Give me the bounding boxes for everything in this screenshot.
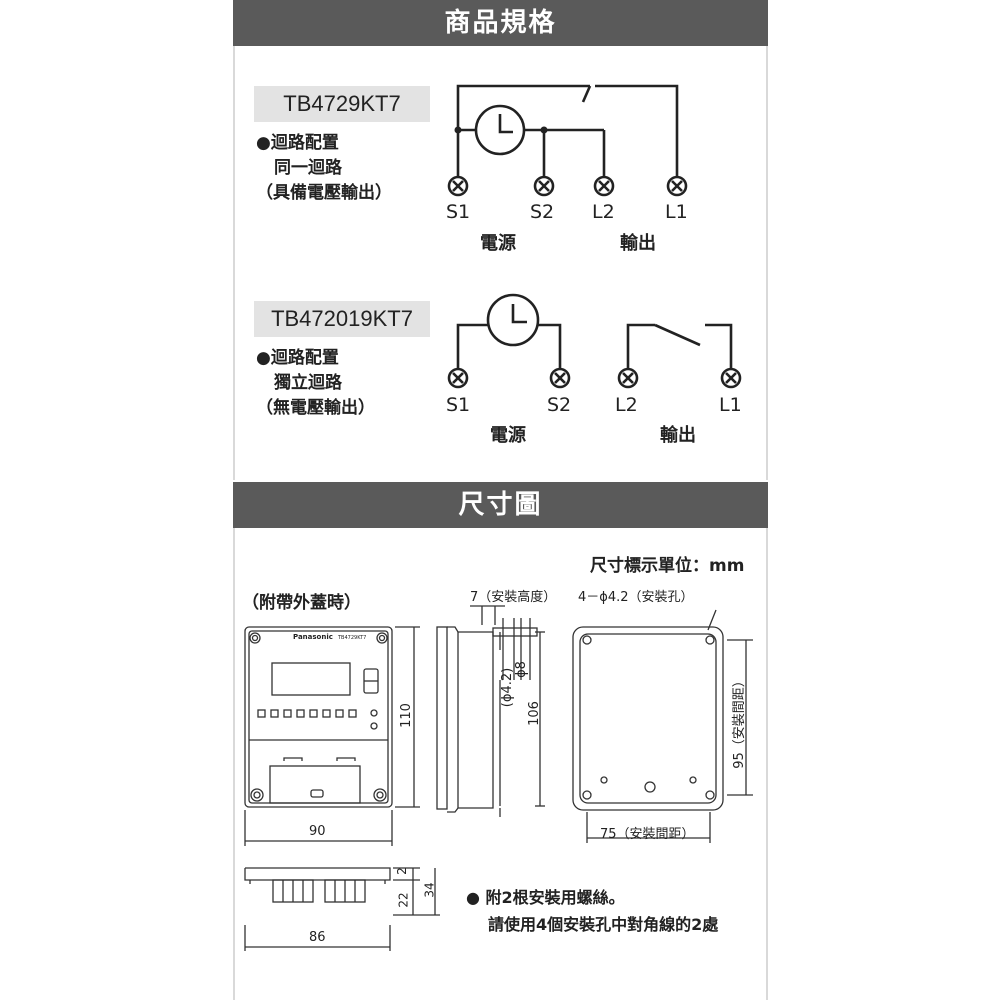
group-label-power: 電源 <box>480 233 516 254</box>
dimension-title: 尺寸圖 <box>233 482 768 528</box>
group-label-output: 輸出 <box>620 233 656 254</box>
circuit-desc-1: ●迴路配置 同一迴路 （具備電壓輸出） <box>256 131 392 206</box>
terminal-label-l2: L2 <box>592 201 615 223</box>
side-view <box>436 605 545 817</box>
spec-title: 商品規格 <box>233 0 768 46</box>
model-label-2: TB472019KT7 <box>254 301 430 337</box>
dim-pitch75: 75（安裝間距） <box>600 827 695 842</box>
back-view <box>572 609 753 843</box>
device-brand: Panasonic <box>293 633 333 641</box>
group-label-output: 輸出 <box>660 425 696 446</box>
dim-pitch95: 95（安裝間距） <box>731 674 747 769</box>
desc-1-line3: （具備電壓輸出） <box>256 183 392 203</box>
desc-2-line1: ●迴路配置 <box>256 348 339 368</box>
desc-1-line2: 同一迴路 <box>274 158 342 178</box>
bottom-view <box>244 867 440 951</box>
terminal-label-s2: S2 <box>530 201 555 223</box>
desc-2-line2: 獨立迴路 <box>274 373 342 393</box>
terminal-label-s2: S2 <box>547 394 572 416</box>
dim-phi8: ϕ8 <box>513 661 529 678</box>
desc-2-line3: （無電壓輸出） <box>256 398 375 418</box>
dim-86: 86 <box>309 930 326 945</box>
terminal-label-l2: L2 <box>615 394 638 416</box>
device-model: TB4729KT7 <box>338 635 367 641</box>
wiring-diagram-1 <box>454 84 679 176</box>
dim-2: 2 <box>394 867 409 875</box>
group-label-power: 電源 <box>490 425 526 446</box>
terminal-label-s1: S1 <box>446 394 471 416</box>
spec-panel <box>233 0 768 480</box>
note-line-1: ● 附2根安裝用螺絲。 <box>466 888 625 907</box>
dim-22: 22 <box>396 892 411 908</box>
note-line-2: 請使用4個安裝孔中對角線的2處 <box>488 915 719 934</box>
dim-34: 34 <box>422 882 437 898</box>
unit-note: 尺寸標示單位：mm <box>590 556 745 576</box>
desc-1-line1: ●迴路配置 <box>256 133 339 153</box>
front-view <box>244 626 420 846</box>
dim-90: 90 <box>309 824 326 839</box>
wiring-diagram-2 <box>456 293 733 368</box>
mount-holes-label: 4－ϕ4.2（安裝孔） <box>578 590 694 605</box>
terminal-label-l1: L1 <box>665 201 688 223</box>
with-cover-label: （附帶外蓋時） <box>242 593 361 613</box>
model-label-1: TB4729KT7 <box>254 86 430 122</box>
dim-110: 110 <box>398 703 414 728</box>
terminal-label-s1: S1 <box>446 201 471 223</box>
install-height-label: 7（安裝高度） <box>470 590 557 605</box>
terminal-label-l1: L1 <box>719 394 742 416</box>
circuit-desc-2: ●迴路配置 獨立迴路 （無電壓輸出） <box>256 346 375 421</box>
dim-106: 106 <box>526 701 542 726</box>
